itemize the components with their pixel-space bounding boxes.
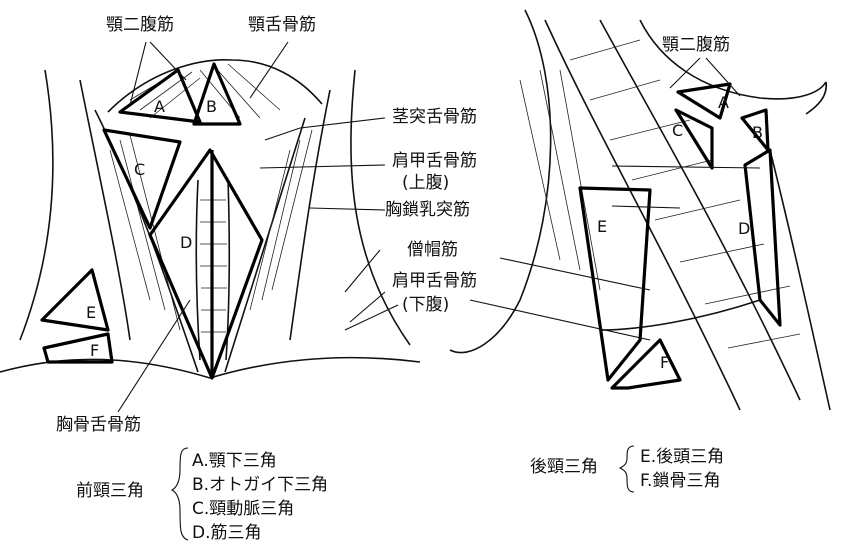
label-sternocleidomastoid: 胸鎖乳突筋 xyxy=(385,200,470,220)
front-region-F: F xyxy=(90,341,99,360)
label-omohyoid-upper: 肩甲舌骨筋 xyxy=(392,151,477,171)
label-omohyoid-lower: 肩甲舌骨筋 xyxy=(392,271,477,291)
legend-anterior-item: D.筋三角 xyxy=(192,523,262,543)
legend-anterior: 前頸三角 A.顎下三角 B.オトガイ下三角 C.頸動脈三角 D.筋三角 xyxy=(76,447,328,543)
front-region-B: B xyxy=(206,97,217,116)
front-region-D: D xyxy=(180,233,192,252)
side-region-C: C xyxy=(672,121,683,140)
legend-posterior: 後頸三角 E.後頭三角 F.鎖骨三角 xyxy=(530,445,724,493)
front-triangle-F-border xyxy=(42,332,114,364)
side-region-E: E xyxy=(597,217,607,236)
side-triangle-C-border xyxy=(674,108,714,170)
legend-anterior-brace xyxy=(170,447,189,541)
side-triangle-A-border xyxy=(676,82,732,120)
label-trapezius: 僧帽筋 xyxy=(407,240,458,260)
front-view-illustration xyxy=(0,41,421,413)
legend-posterior-item: E.後頭三角 xyxy=(640,447,724,467)
label-stylohyoid: 茎突舌骨筋 xyxy=(392,107,477,127)
front-region-C: C xyxy=(134,160,145,179)
front-triangle-B-border xyxy=(192,62,242,126)
legend-anterior-item: C.頸動脈三角 xyxy=(192,499,294,519)
label-lower-belly: (下腹) xyxy=(402,295,449,315)
legend-anterior-item: B.オトガイ下三角 xyxy=(192,475,328,495)
front-triangle-A-border xyxy=(118,68,202,124)
front-region-E: E xyxy=(86,303,96,322)
front-triangle-C-border xyxy=(102,128,182,230)
label-digastric-front: 顎二腹筋 xyxy=(106,15,174,35)
side-triangle-B-border xyxy=(740,108,770,152)
front-triangle-E-border xyxy=(40,268,110,332)
side-region-F: F xyxy=(660,353,669,372)
side-region-B: B xyxy=(752,123,763,142)
side-view-illustration xyxy=(449,9,831,411)
front-region-A: A xyxy=(154,97,165,116)
side-triangle-F-border xyxy=(610,338,682,390)
side-region-D: D xyxy=(738,219,750,238)
legend-posterior-title: 後頸三角 xyxy=(530,457,598,477)
legend-posterior-item: F.鎖骨三角 xyxy=(640,471,720,491)
side-region-A: A xyxy=(718,93,729,112)
label-mylohyoid: 顎舌骨筋 xyxy=(248,15,316,35)
label-digastric-side: 顎二腹筋 xyxy=(662,35,730,55)
label-sternohyoid: 胸骨舌骨筋 xyxy=(56,415,141,435)
side-triangle-D-border xyxy=(743,148,782,327)
front-triangle-D-border xyxy=(148,148,264,380)
side-triangle-E-border xyxy=(578,186,652,382)
legend-anterior-title: 前頸三角 xyxy=(76,481,144,501)
legend-anterior-item: A.顎下三角 xyxy=(192,451,277,471)
legend-posterior-brace xyxy=(618,445,635,493)
label-upper-belly: (上腹) xyxy=(402,173,449,193)
